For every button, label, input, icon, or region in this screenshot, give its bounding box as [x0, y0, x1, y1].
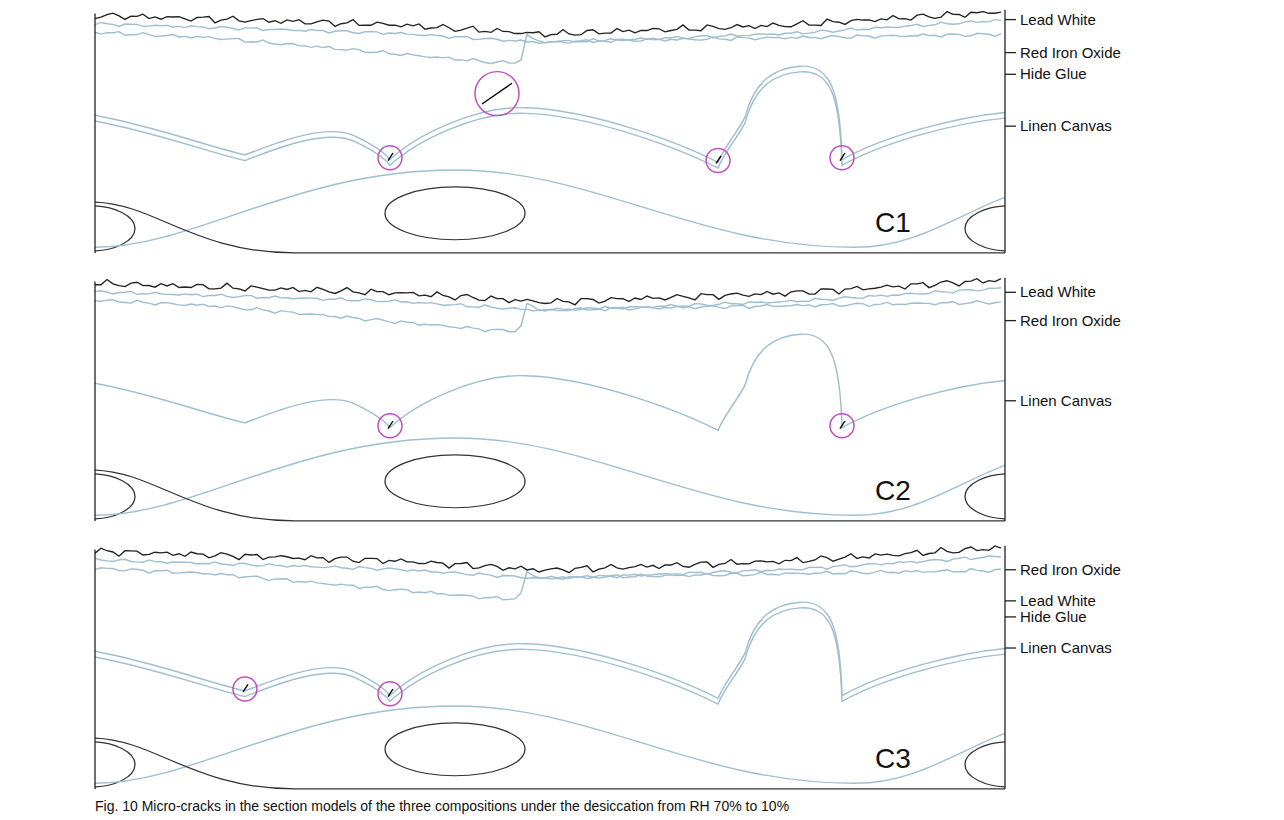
- composition-label: C1: [875, 207, 911, 239]
- section-panel: C1: [95, 4, 1005, 254]
- layer-boundary: [95, 300, 1001, 332]
- layer-name: Lead White: [1020, 283, 1096, 301]
- section-model: [45, 278, 1055, 521]
- crack-marker: [378, 146, 402, 170]
- layer-name: Hide Glue: [1020, 65, 1087, 83]
- crack-marker: [475, 72, 519, 116]
- layer-name: Lead White: [1020, 11, 1096, 29]
- paint-surface: [95, 279, 1001, 305]
- layer-name: Linen Canvas: [1020, 117, 1112, 135]
- crack-marker: [830, 146, 854, 170]
- leader-line: [1005, 647, 1016, 648]
- section-model: [45, 10, 1055, 253]
- leader-line: [1005, 292, 1016, 293]
- canvas-fibre: [385, 187, 525, 240]
- section-model: [45, 546, 1055, 789]
- layer-boundary: [95, 20, 1001, 44]
- crack-marker: [378, 682, 402, 706]
- glue-boundary: [95, 66, 1005, 162]
- paint-surface: [95, 546, 1001, 573]
- canvas-thread: [95, 202, 1005, 253]
- leader-line: [1005, 126, 1016, 127]
- micro-crack: [388, 153, 393, 161]
- composition-label: C2: [875, 475, 911, 507]
- micro-crack: [388, 689, 393, 697]
- glue-boundary: [95, 608, 1005, 704]
- glue-boundary: [95, 334, 1005, 430]
- leader-line: [1005, 616, 1016, 617]
- layer-name: Red Iron Oxide: [1020, 561, 1121, 579]
- leader-line: [1005, 600, 1016, 601]
- micro-crack: [482, 83, 512, 104]
- glue-boundary: [95, 602, 1005, 698]
- canvas-fibre: [385, 455, 525, 508]
- layer-name: Red Iron Oxide: [1020, 44, 1121, 62]
- panel-side: [95, 10, 1005, 253]
- canvas-thread: [95, 170, 1005, 247]
- layer-boundary: [95, 556, 1001, 579]
- canvas-thread: [95, 706, 1005, 783]
- canvas-thread: [95, 438, 1005, 515]
- crack-marker: [706, 149, 730, 173]
- panel-side: [95, 278, 1005, 521]
- section-panel: C2: [95, 272, 1005, 522]
- figure-caption: Fig. 10 Micro-cracks in the section mode…: [95, 797, 789, 815]
- glue-boundary: [95, 72, 1005, 168]
- section-panel: C3: [95, 540, 1005, 790]
- layer-name: Hide Glue: [1020, 608, 1087, 626]
- canvas-thread: [95, 738, 1005, 789]
- canvas-thread: [95, 470, 1005, 521]
- paint-surface: [95, 12, 1001, 37]
- layer-name: Lead White: [1020, 592, 1096, 610]
- micro-crack: [840, 421, 845, 429]
- layer-boundary: [95, 288, 1001, 311]
- micro-crack: [388, 421, 393, 429]
- micro-crack: [243, 684, 248, 692]
- layer-boundary: [95, 568, 1001, 600]
- leader-line: [1005, 569, 1016, 570]
- leader-line: [1005, 400, 1016, 401]
- micro-crack: [840, 153, 845, 161]
- leader-line: [1005, 19, 1016, 20]
- canvas-fibre: [385, 723, 525, 776]
- layer-name: Red Iron Oxide: [1020, 312, 1121, 330]
- leader-line: [1005, 74, 1016, 75]
- crack-marker: [830, 414, 854, 438]
- layer-name: Linen Canvas: [1020, 392, 1112, 410]
- composition-label: C3: [875, 743, 911, 775]
- micro-crack: [716, 156, 721, 164]
- crack-marker: [378, 414, 402, 438]
- leader-line: [1005, 320, 1016, 321]
- panel-side: [95, 546, 1005, 789]
- crack-marker: [233, 677, 257, 701]
- layer-name: Linen Canvas: [1020, 639, 1112, 657]
- leader-line: [1005, 52, 1016, 53]
